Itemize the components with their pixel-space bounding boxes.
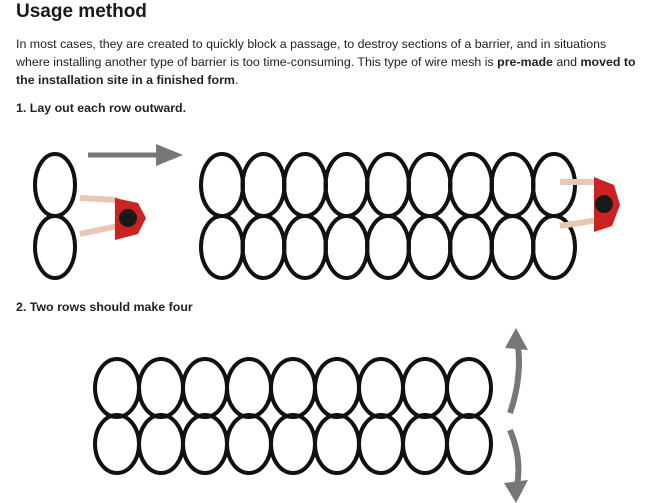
wire-coil xyxy=(240,214,287,280)
wire-coil xyxy=(323,214,370,280)
wire-coil xyxy=(33,152,77,218)
figure-two-rows-make-four xyxy=(93,328,528,503)
wire-coil xyxy=(365,214,411,280)
wire-coil xyxy=(93,357,141,419)
wire-coil xyxy=(531,214,577,280)
wire-coil xyxy=(323,152,370,218)
wire-coil xyxy=(489,214,536,280)
wire-coil xyxy=(313,413,361,475)
wire-coil xyxy=(401,357,449,419)
wire-coil xyxy=(401,413,449,475)
wire-coil xyxy=(199,152,245,218)
wire-coil xyxy=(282,214,328,280)
intro-bold-premade: pre-made xyxy=(497,55,553,69)
intro-text-2: and xyxy=(552,55,581,69)
wire-coil xyxy=(448,214,494,280)
coil-group-figure-2 xyxy=(93,357,493,475)
wire-coil xyxy=(240,152,287,218)
intro-bold-moved: moved to the installation site in a fini… xyxy=(16,55,636,87)
step-1-label: 1. Lay out each row outward. xyxy=(16,101,187,115)
wire-coil xyxy=(313,357,361,419)
worker-right-icon xyxy=(559,177,620,232)
wire-coil xyxy=(137,357,185,419)
wire-coil xyxy=(357,413,405,475)
wire-coil xyxy=(269,357,317,419)
curved-up-arrow-icon xyxy=(505,328,528,414)
wire-coil xyxy=(282,152,328,218)
wire-coil xyxy=(445,413,493,475)
wire-coil xyxy=(448,152,494,218)
wire-coil xyxy=(269,413,317,475)
wire-coil xyxy=(406,214,453,280)
intro-paragraph: In most cases, they are created to quick… xyxy=(16,35,636,89)
right-arrow-icon xyxy=(88,144,183,166)
curved-down-arrow-icon xyxy=(504,428,528,503)
wire-coil xyxy=(225,357,273,419)
intro-text-1: In most cases, they are created to quick… xyxy=(16,37,607,69)
figure-lay-out-rows xyxy=(33,144,620,280)
step-2-label: 2. Two rows should make four xyxy=(16,300,193,314)
section-heading: Usage method xyxy=(16,1,147,22)
wire-coil xyxy=(137,413,185,475)
wire-coil xyxy=(357,357,405,419)
wire-coil xyxy=(199,214,245,280)
wire-coil xyxy=(406,152,453,218)
wire-coil xyxy=(489,152,536,218)
wire-coil xyxy=(33,214,77,280)
wire-coil xyxy=(181,413,229,475)
coil-group-figure-1 xyxy=(33,152,577,280)
wire-coil xyxy=(365,152,411,218)
intro-text-3: . xyxy=(234,73,239,87)
wire-coil xyxy=(225,413,273,475)
wire-coil xyxy=(93,413,141,475)
wire-coil xyxy=(181,357,229,419)
worker-left-icon xyxy=(79,195,146,240)
wire-coil xyxy=(445,357,493,419)
